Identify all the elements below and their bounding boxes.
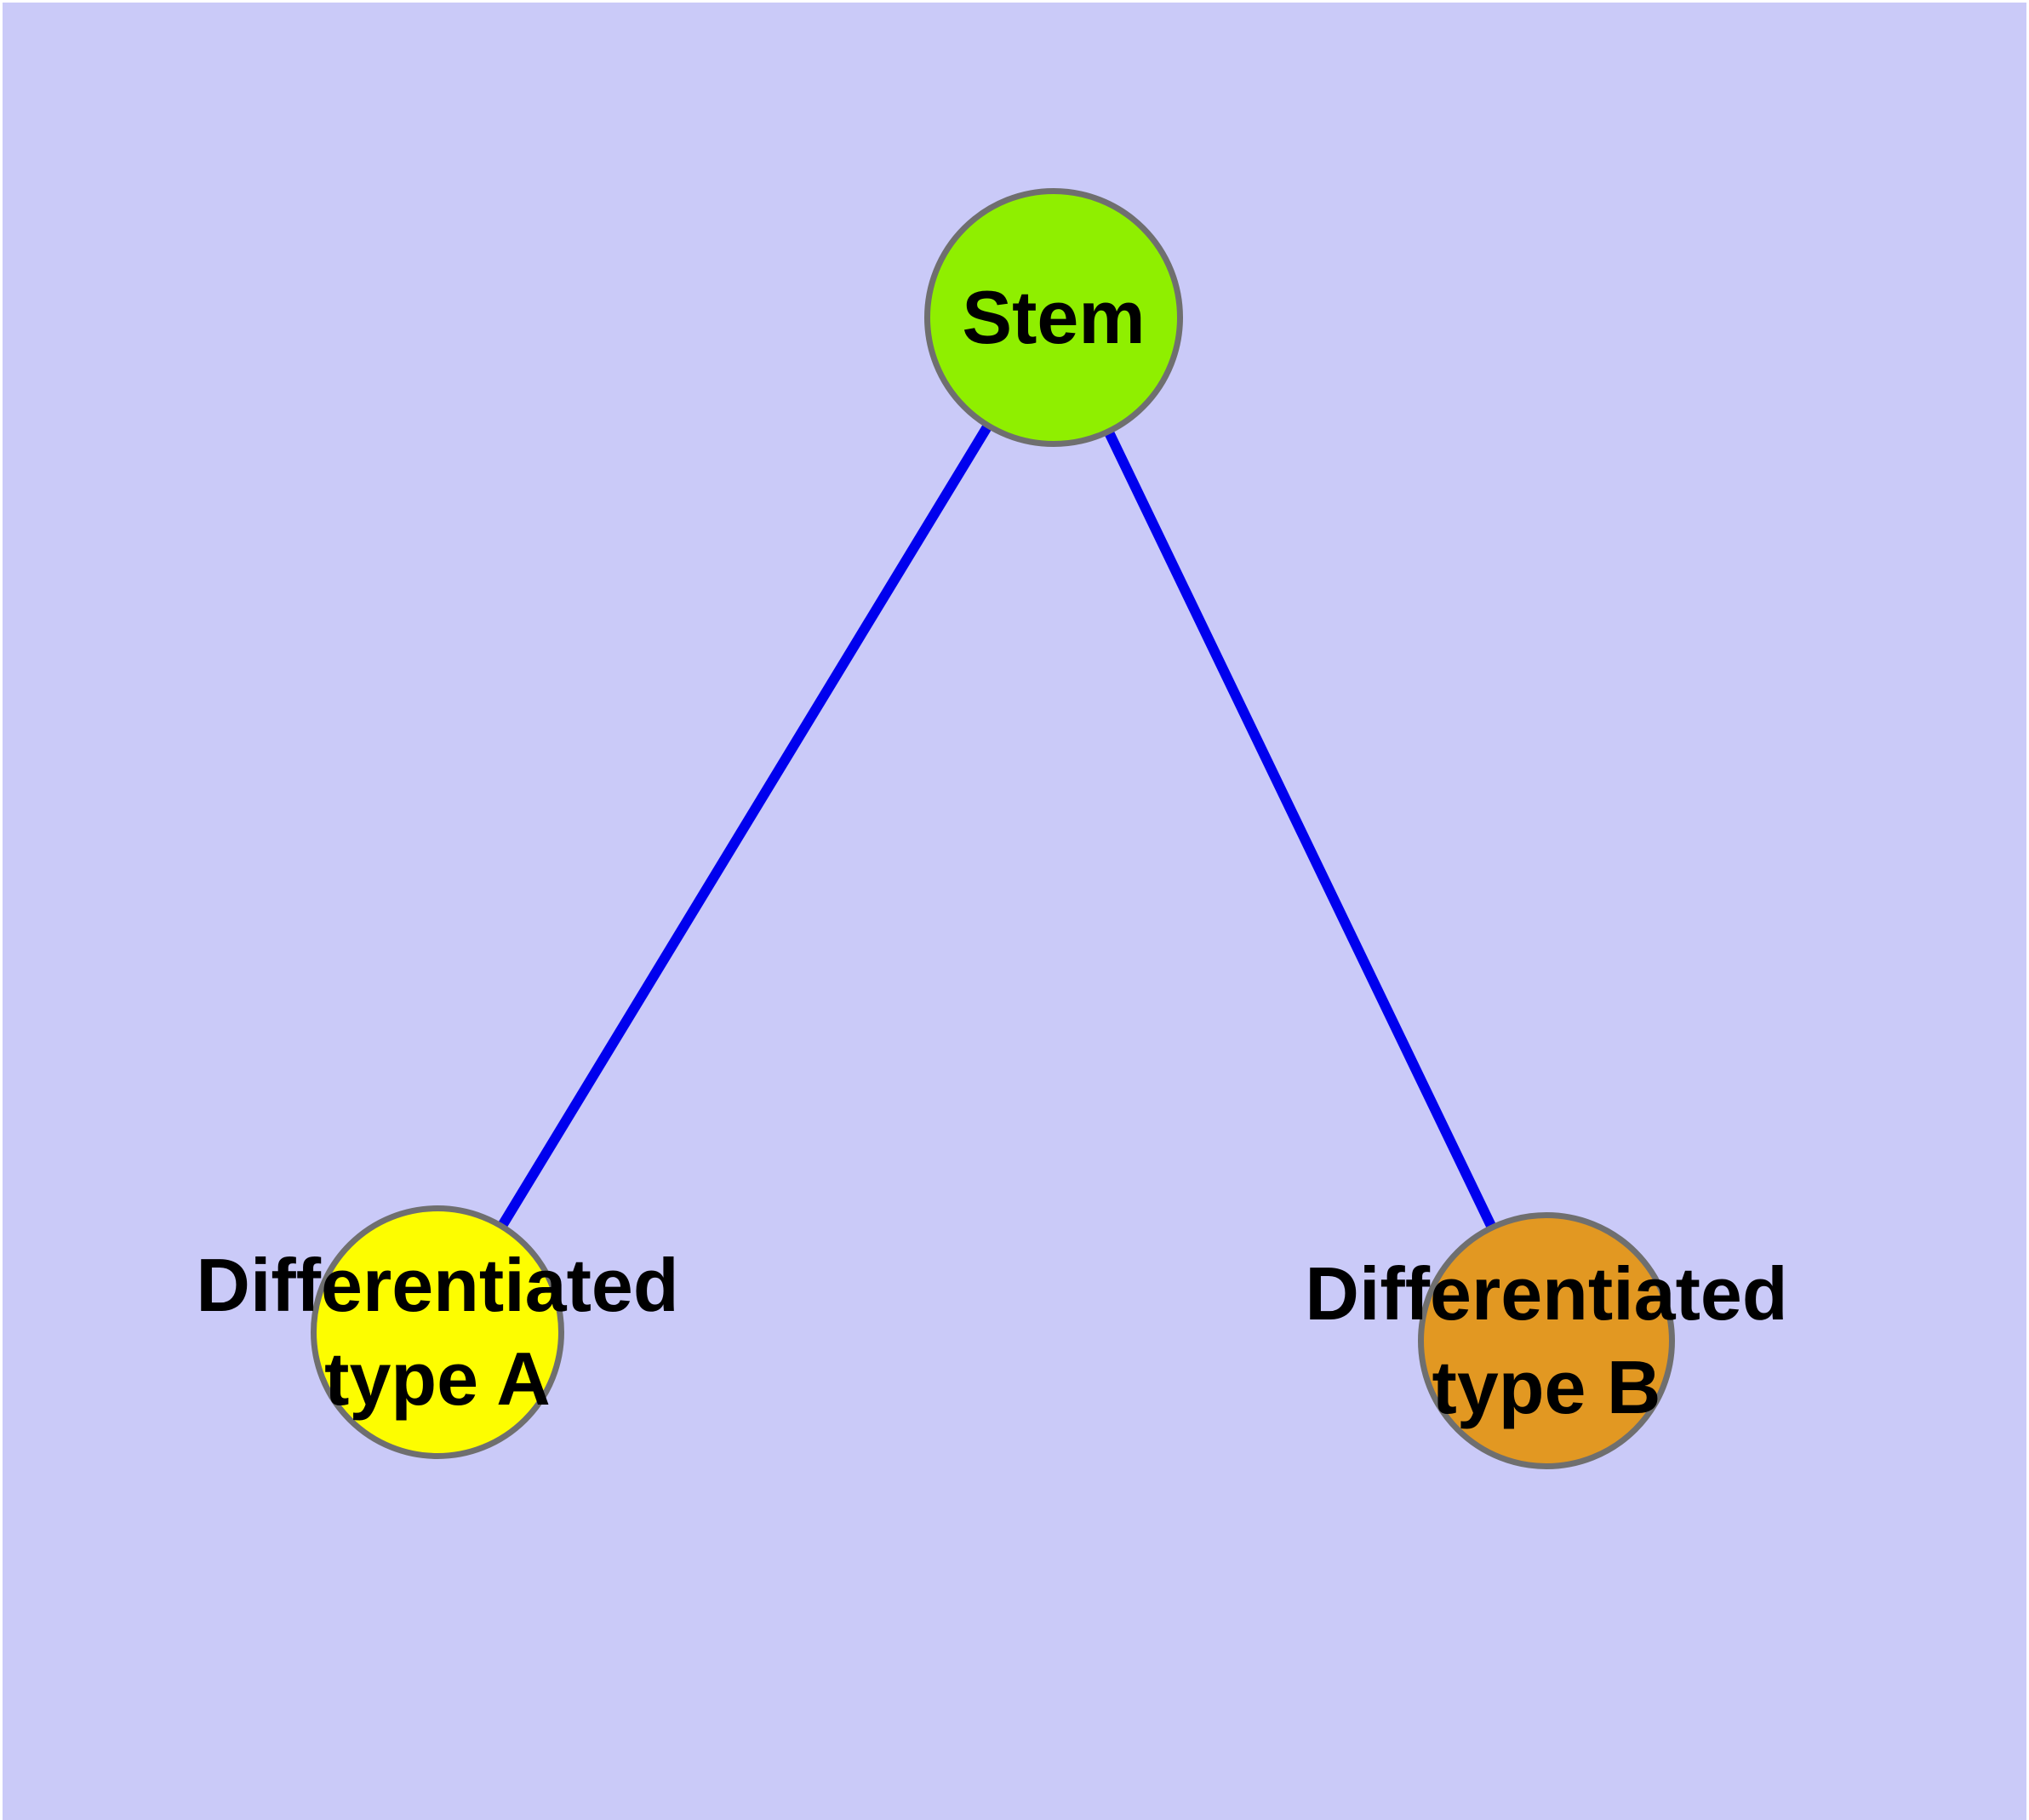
node-differentiated-type-b-label: Differentiated type B: [1305, 1247, 1787, 1434]
node-differentiated-type-b: Differentiated type B: [1305, 1212, 1788, 1469]
node-differentiated-type-a-label-line2: type A: [324, 1336, 551, 1421]
node-differentiated-type-a: Differentiated type A: [196, 1205, 679, 1459]
node-differentiated-type-a-label-line1: Differentiated: [196, 1243, 679, 1327]
node-stem: Stem: [924, 188, 1183, 447]
node-differentiated-type-b-label-line1: Differentiated: [1305, 1251, 1788, 1336]
node-differentiated-type-b-label-line2: type B: [1432, 1345, 1661, 1429]
node-stem-label: Stem: [962, 271, 1145, 364]
edge-stem-to-type-a: [432, 314, 1059, 1336]
node-differentiated-type-a-label: Differentiated type A: [196, 1239, 678, 1426]
node-stem-label-line1: Stem: [962, 275, 1146, 359]
edge-stem-to-type-b: [1049, 315, 1552, 1343]
